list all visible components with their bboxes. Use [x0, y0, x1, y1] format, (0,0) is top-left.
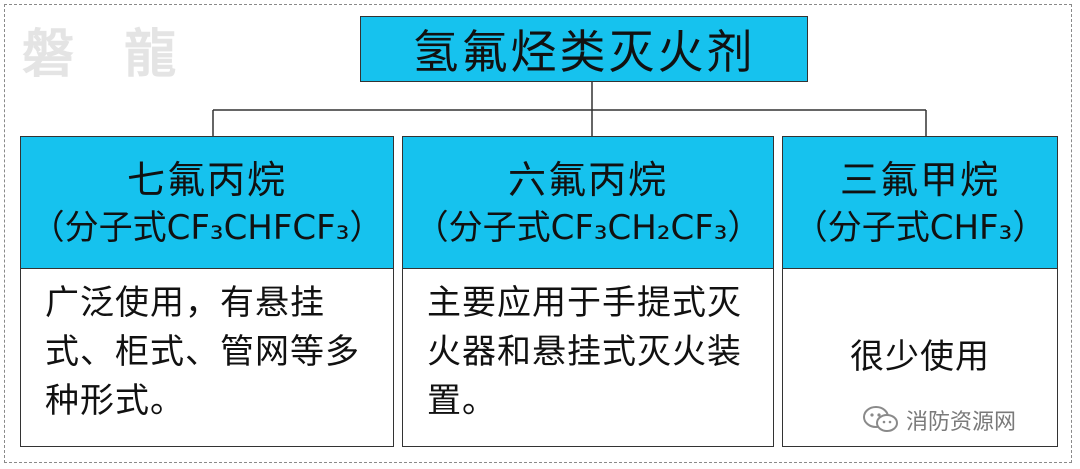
agent-header: 六氟丙烷 （分子式CF₃CH₂CF₃）: [402, 136, 774, 269]
agent-name: 七氟丙烷: [126, 157, 287, 202]
source-logo: 消防资源网: [862, 404, 1016, 436]
agent-column-trifluoromethane: 三氟甲烷 （分子式CHF₃） 很少使用: [782, 136, 1058, 447]
wechat-icon: [862, 405, 900, 435]
root-node-title: 氢氟烃类灭火剂: [360, 16, 808, 82]
watermark: 磐 龍: [22, 24, 193, 85]
agent-name: 六氟丙烷: [507, 157, 668, 202]
agent-description: 很少使用: [782, 269, 1058, 447]
agent-name: 三氟甲烷: [839, 157, 1000, 202]
dashed-frame: [4, 4, 1072, 463]
agent-column-hexafluoropropane: 六氟丙烷 （分子式CF₃CH₂CF₃） 主要应用于手提式灭火器和悬挂式灭火装置。: [402, 136, 774, 447]
agent-formula: （分子式CHF₃）: [793, 207, 1047, 248]
agent-description: 主要应用于手提式灭火器和悬挂式灭火装置。: [402, 269, 774, 447]
agent-column-heptafluoropropane: 七氟丙烷 （分子式CF₃CHFCF₃） 广泛使用，有悬挂式、柜式、管网等多种形式…: [20, 136, 394, 447]
agent-header: 七氟丙烷 （分子式CF₃CHFCF₃）: [20, 136, 394, 269]
agent-header: 三氟甲烷 （分子式CHF₃）: [782, 136, 1058, 269]
agent-description: 广泛使用，有悬挂式、柜式、管网等多种形式。: [20, 269, 394, 447]
source-logo-text: 消防资源网: [906, 410, 1017, 435]
agent-formula: （分子式CF₃CH₂CF₃）: [414, 207, 762, 248]
agent-formula: （分子式CF₃CHFCF₃）: [30, 207, 384, 248]
